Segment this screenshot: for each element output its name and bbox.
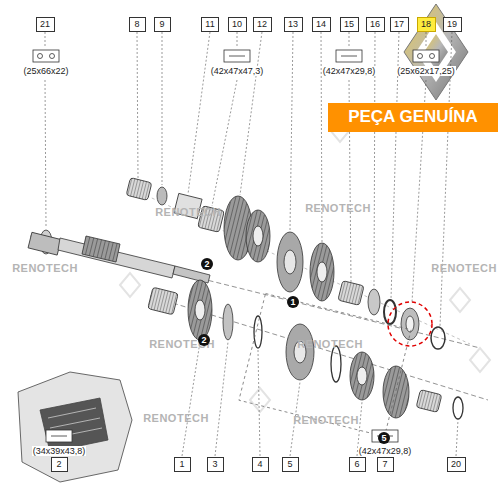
callout-box: 6 xyxy=(349,457,366,472)
callout-number: 3 xyxy=(212,459,217,469)
callout-number: 10 xyxy=(232,19,242,29)
callout-box: 17 xyxy=(390,17,409,32)
watermark: RENOTECH xyxy=(143,412,209,424)
callout-number: 13 xyxy=(288,19,298,29)
genuine-part-band: PEÇA GENUÍNA xyxy=(328,103,498,132)
callout-number: 19 xyxy=(447,19,457,29)
callout-box: 10 xyxy=(228,17,247,32)
watermark: RENOTECH xyxy=(155,206,221,218)
dimension: (42x47x47,3) xyxy=(210,66,265,76)
callout-box: 19 xyxy=(443,17,462,32)
callout-box: 9 xyxy=(154,17,171,32)
dimension: (25x62x17,25) xyxy=(396,66,456,76)
callout-box: 16 xyxy=(366,17,385,32)
callout-number: 12 xyxy=(257,19,267,29)
callout-number: 20 xyxy=(451,459,461,469)
callout-number: 8 xyxy=(134,19,139,29)
callout-box: 1 xyxy=(174,457,191,472)
callout-number: 2 xyxy=(56,459,61,469)
gearbox-housing xyxy=(18,372,132,482)
circled-number: 5 xyxy=(378,432,390,444)
watermark: RENOTECH xyxy=(293,414,359,426)
callout-box: 11 xyxy=(201,17,219,32)
callout-box: 5 xyxy=(282,457,299,472)
callout-box: 8 xyxy=(129,17,146,32)
band-text: PEÇA GENUÍNA xyxy=(348,107,478,127)
callout-box: 14 xyxy=(312,17,331,32)
callout-number: 7 xyxy=(382,459,387,469)
watermark: RENOTECH xyxy=(431,262,497,274)
dimension: (42x47x29,8) xyxy=(358,446,413,456)
callout-number: 21 xyxy=(40,19,50,29)
callout-number: 6 xyxy=(354,459,359,469)
renault-logo xyxy=(404,4,468,100)
watermark: RENOTECH xyxy=(297,338,363,350)
callout-box: 3 xyxy=(207,457,224,472)
dimension: (25x66x22) xyxy=(22,66,69,76)
callout-number: 4 xyxy=(257,459,262,469)
circled-number: 2 xyxy=(198,334,210,346)
callout-number: 11 xyxy=(205,19,214,29)
callout-number: 1 xyxy=(179,459,184,469)
callout-number: 14 xyxy=(316,19,326,29)
main-shaft xyxy=(28,230,210,283)
callout-box: 4 xyxy=(252,457,269,472)
callout-number: 9 xyxy=(159,19,164,29)
circled-number: 2 xyxy=(201,258,213,270)
callout-box: 12 xyxy=(253,17,272,32)
watermark: RENOTECH xyxy=(12,262,78,274)
callout-box: 18 xyxy=(417,17,436,32)
dimension: (34x39x43,8) xyxy=(32,446,87,456)
callout-box: 2 xyxy=(51,457,68,472)
callout-box: 7 xyxy=(377,457,394,472)
callout-box: 20 xyxy=(447,457,466,472)
callout-number: 5 xyxy=(287,459,292,469)
dimension: (42x47x29,8) xyxy=(322,66,377,76)
watermark: RENOTECH xyxy=(305,202,371,214)
callout-number: 17 xyxy=(394,19,404,29)
callout-number: 15 xyxy=(344,19,354,29)
callout-number: 18 xyxy=(421,19,431,29)
callout-box: 21 xyxy=(36,17,55,32)
callout-box: 13 xyxy=(284,17,303,32)
circled-number: 1 xyxy=(287,296,299,308)
callout-number: 16 xyxy=(370,19,380,29)
callout-box: 15 xyxy=(340,17,359,32)
